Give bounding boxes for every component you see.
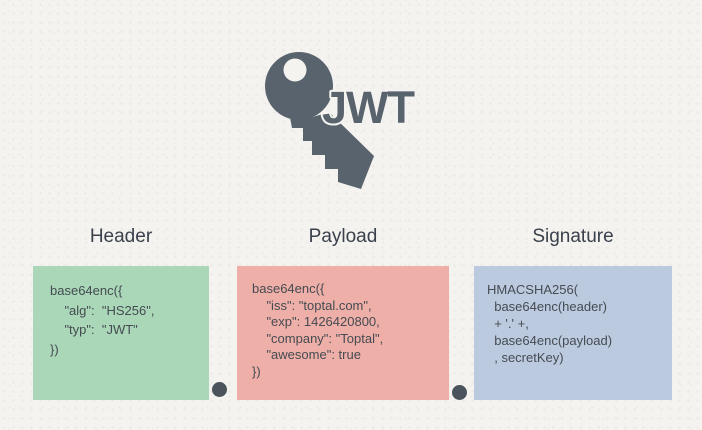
key-icon [265, 52, 374, 189]
code-line: }) [252, 363, 261, 379]
code-line: + '.' +, [487, 316, 529, 331]
code-line: base64enc(header) [487, 299, 607, 314]
payload-code-box: base64enc({ "iss": "toptal.com", "exp": … [237, 266, 449, 400]
code-line: base64enc({ [50, 283, 123, 298]
payload-title: Payload [308, 226, 378, 247]
code-line: "alg": "HS256", [50, 302, 155, 318]
jwt-separator-dot-2 [452, 385, 467, 400]
signature-title: Signature [532, 226, 614, 247]
code-line: }) [50, 341, 59, 357]
key-hole [283, 58, 307, 82]
code-line: base64enc(payload) [487, 333, 613, 348]
code-line: base64enc({ [252, 281, 325, 296]
code-line: "exp": 1426420800, [252, 314, 380, 329]
key-blade [303, 112, 374, 189]
code-line: "awesome": true [252, 347, 361, 362]
column-signature: Signature HMACSHA256( base64enc(header) … [474, 224, 672, 400]
code-line: , secretKey) [487, 350, 564, 365]
column-payload: Payload base64enc({ "iss": "toptal.com",… [237, 224, 449, 400]
jwt-separator-dot-1 [212, 382, 227, 397]
jwt-logo-text: JWT [322, 82, 415, 133]
code-line: "typ": "JWT" [50, 322, 138, 337]
column-header: Header base64enc({ "alg": "HS256", "typ"… [33, 224, 209, 400]
header-title: Header [89, 226, 153, 247]
code-line: HMACSHA256( [487, 282, 579, 297]
signature-code-box: HMACSHA256( base64enc(header) + '.' +, b… [474, 266, 672, 400]
key-head [265, 52, 333, 120]
code-line: "iss": "toptal.com", [252, 297, 372, 313]
code-line: "company": "Toptal", [252, 330, 384, 346]
header-code-box: base64enc({ "alg": "HS256", "typ": "JWT"… [33, 266, 209, 400]
jwt-logo: JWT [265, 52, 418, 189]
